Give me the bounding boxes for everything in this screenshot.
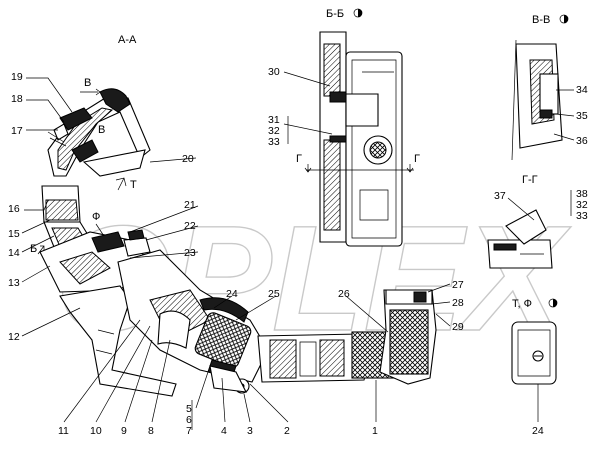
callout-4: 4 <box>221 425 227 437</box>
callout-14: 14 <box>8 247 20 259</box>
callout-36: 36 <box>576 135 588 147</box>
section-mark-half-icon <box>553 299 557 307</box>
callout-3: 3 <box>247 425 253 437</box>
section-vv-body <box>511 39 563 161</box>
callout-34: 34 <box>576 84 588 96</box>
callout-13: 13 <box>8 277 20 289</box>
section-label-bb: Б-Б <box>326 8 344 20</box>
callout-1: 1 <box>372 425 378 437</box>
cut-mark-v-top: В <box>84 77 91 89</box>
callout-9: 9 <box>121 425 127 437</box>
callout-6: 6 <box>186 414 192 426</box>
callout-12: 12 <box>8 331 20 343</box>
section-label-vv: В-В <box>532 14 550 26</box>
callout-33-gg: 33 <box>576 210 588 222</box>
cut-mark-b: Б <box>30 243 37 255</box>
callout-26: 26 <box>338 288 350 300</box>
cut-mark-t: Т <box>130 179 137 191</box>
callout-31: 31 <box>268 114 280 126</box>
upper-bracket <box>47 88 151 177</box>
callout-28: 28 <box>452 297 464 309</box>
callout-27: 27 <box>452 279 464 291</box>
callout-24-tf: 24 <box>532 425 544 437</box>
callout-24: 24 <box>226 288 238 300</box>
leader-lines <box>21 71 575 430</box>
section-gg-body <box>487 209 553 269</box>
section-bb-body <box>306 31 414 247</box>
horizontal-arm <box>257 331 409 383</box>
callout-5: 5 <box>186 403 192 415</box>
callout-33: 33 <box>268 136 280 148</box>
callout-18: 18 <box>11 93 23 105</box>
callout-19: 19 <box>11 71 23 83</box>
section-mark-half-icon <box>564 15 568 23</box>
callout-32-gg: 32 <box>576 199 588 211</box>
callout-7: 7 <box>186 425 192 437</box>
callout-10: 10 <box>90 425 102 437</box>
callout-38: 38 <box>576 188 588 200</box>
center-coupling <box>117 249 269 394</box>
cut-mark-g-right: Г <box>414 153 420 165</box>
section-label-gg: Г-Г <box>522 174 538 186</box>
callout-15: 15 <box>8 228 20 240</box>
callout-29: 29 <box>452 321 464 333</box>
callout-32: 32 <box>268 125 280 137</box>
section-label-tf: Т, Ф <box>512 298 532 310</box>
cut-mark-g-left: Г <box>296 153 302 165</box>
callout-37: 37 <box>494 190 506 202</box>
callout-20: 20 <box>182 153 194 165</box>
callout-35: 35 <box>576 110 588 122</box>
callout-2: 2 <box>284 425 290 437</box>
section-mark-half-icon <box>358 9 362 17</box>
callout-8: 8 <box>148 425 154 437</box>
section-label-aa: А-А <box>118 34 137 46</box>
callout-25: 25 <box>268 288 280 300</box>
callout-16: 16 <box>8 203 20 215</box>
cut-mark-v-mid: В <box>98 124 105 136</box>
callout-23: 23 <box>184 247 196 259</box>
section-tf-body <box>511 321 557 385</box>
callout-21: 21 <box>184 199 196 211</box>
right-elbow <box>379 289 437 385</box>
cut-mark-f: Ф <box>92 211 100 223</box>
callout-22: 22 <box>184 220 196 232</box>
callout-11: 11 <box>58 425 69 437</box>
callout-30: 30 <box>268 66 280 78</box>
callout-numbers: 19 18 17 20 16 15 14 13 21 22 23 12 11 1… <box>8 66 588 437</box>
callout-17: 17 <box>11 125 23 137</box>
